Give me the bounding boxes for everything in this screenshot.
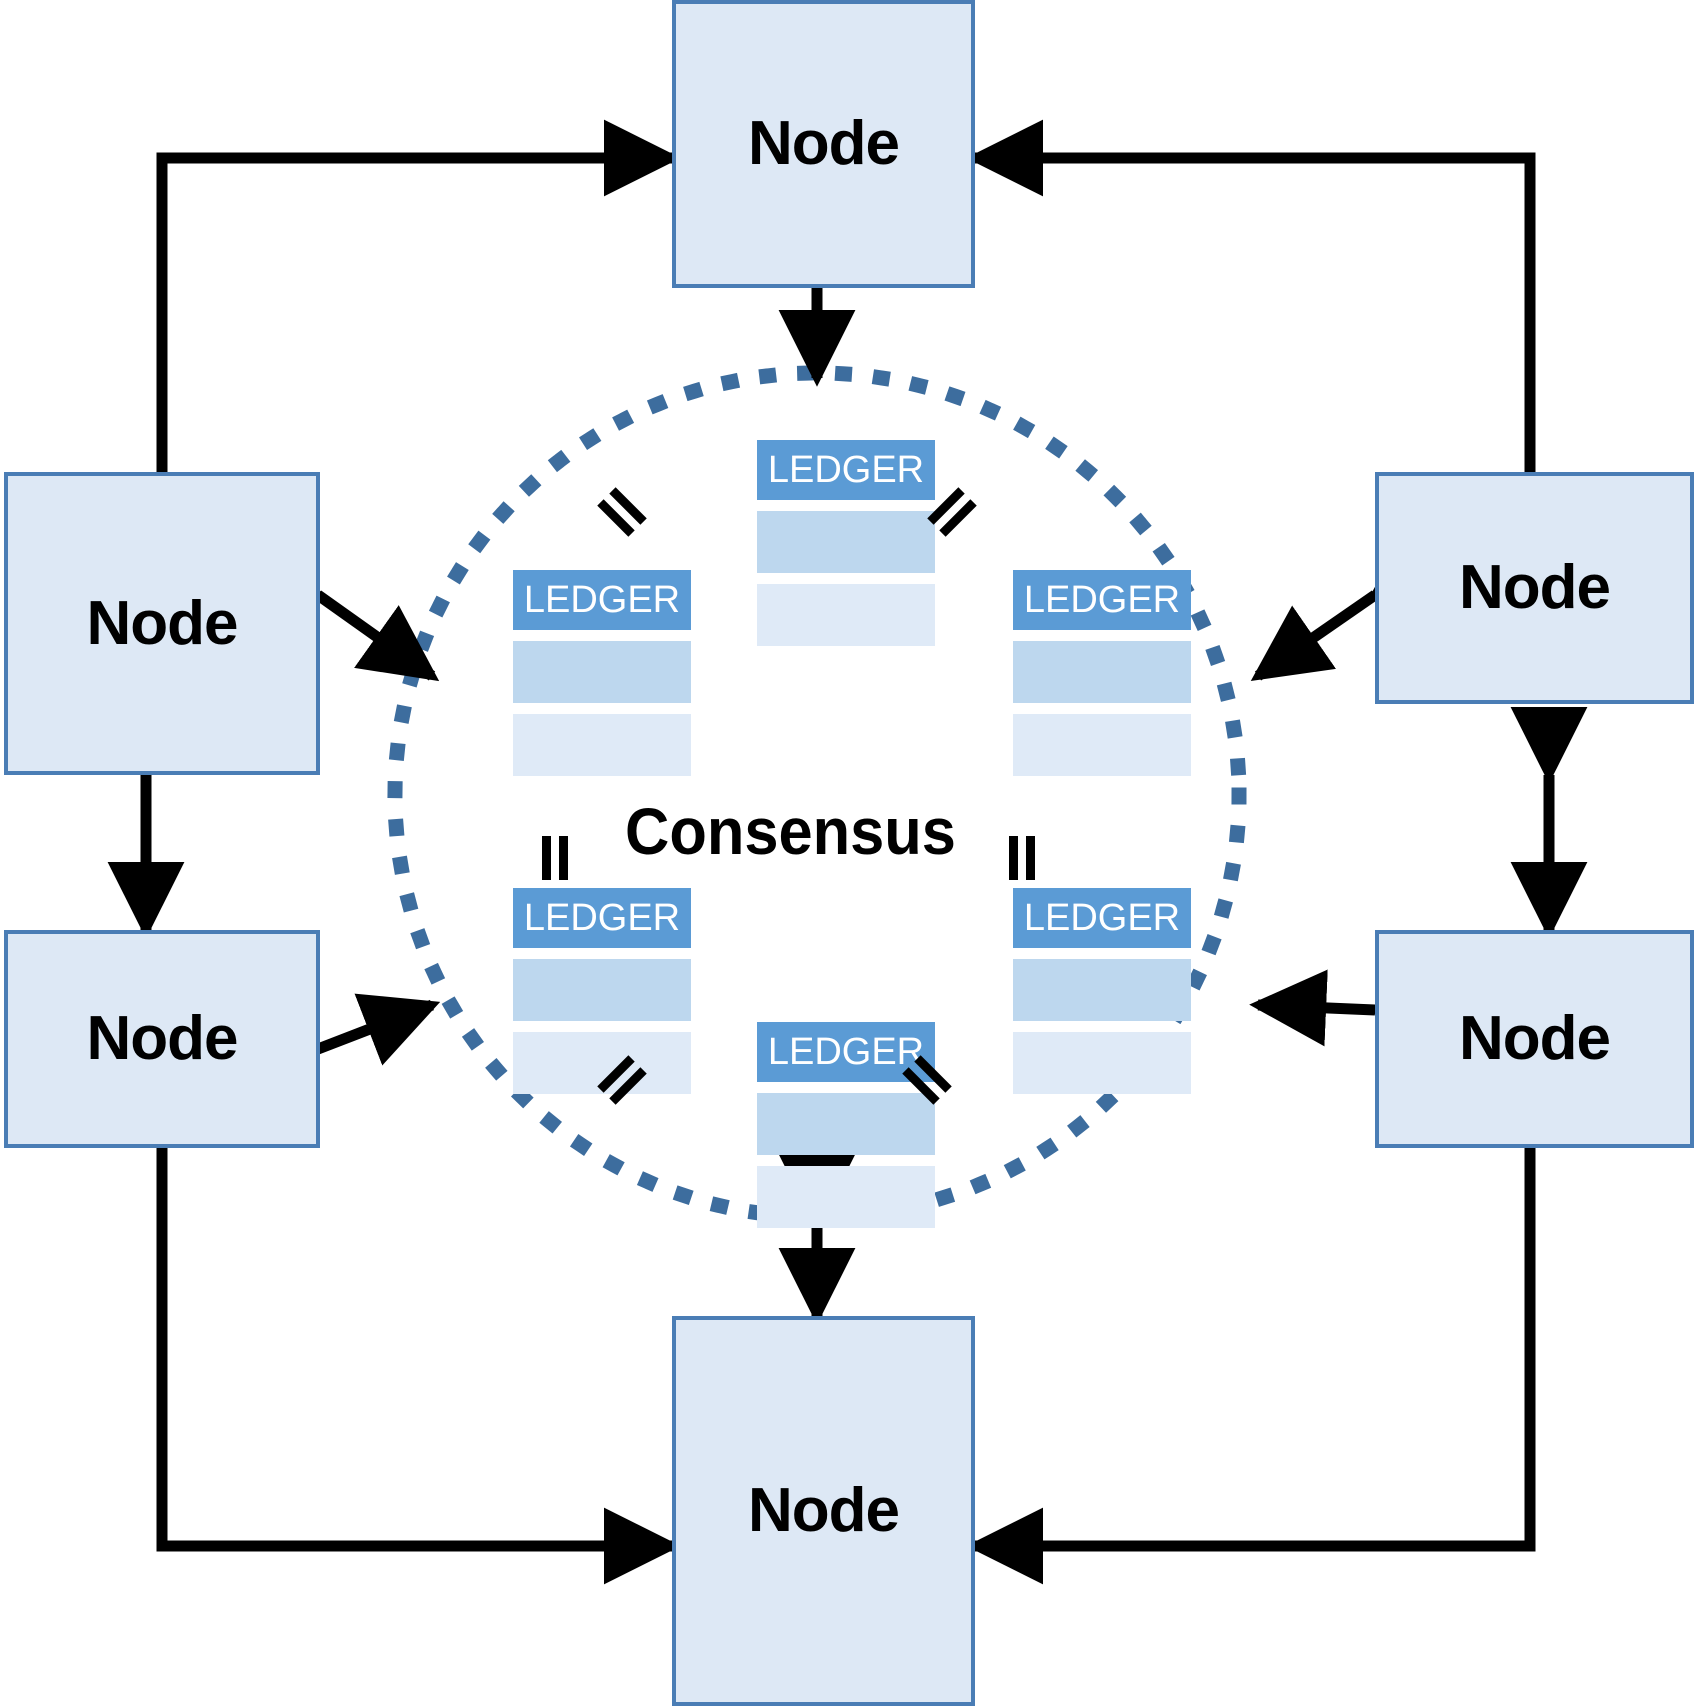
ledger-top-row-1: [757, 511, 935, 573]
ledger-right-lower-row-2: [1013, 1032, 1191, 1094]
ledger-right-upper[interactable]: LEDGER: [1013, 570, 1191, 776]
ledger-right-upper-row-1: [1013, 641, 1191, 703]
arrow-leftupper-to-top: [123, 119, 681, 541]
ledger-right-lower-header: LEDGER: [1013, 888, 1191, 948]
ledger-top-row-2: [757, 584, 935, 646]
node-left-upper-label: Node: [86, 588, 239, 658]
arrow-rightlower-to-bottom: [966, 1148, 1536, 1585]
equals-icon-top-left: [594, 484, 649, 539]
node-left-upper[interactable]: Node: [4, 472, 320, 775]
equals-icon-mid-right: [1005, 836, 1039, 880]
node-bottom[interactable]: Node: [672, 1316, 975, 1706]
node-top[interactable]: Node: [672, 0, 975, 288]
consensus-label: Consensus: [625, 794, 956, 868]
ledger-left-upper[interactable]: LEDGER: [513, 570, 691, 776]
equals-icon-mid-left: [538, 836, 572, 880]
ledger-top-header: LEDGER: [757, 440, 935, 500]
ledger-bottom-row-2: [757, 1166, 935, 1228]
ledger-right-upper-row-2: [1013, 714, 1191, 776]
node-left-lower-label: Node: [86, 1004, 239, 1073]
node-left-lower[interactable]: Node: [4, 930, 320, 1148]
ledger-right-lower[interactable]: LEDGER: [1013, 888, 1191, 1094]
ledger-top[interactable]: LEDGER: [757, 440, 935, 646]
node-right-lower-label: Node: [1459, 1004, 1611, 1073]
ledger-left-upper-row-1: [513, 641, 691, 703]
ledger-left-upper-row-2: [513, 714, 691, 776]
ledger-left-lower-row-1: [513, 959, 691, 1021]
node-right-upper-label: Node: [1459, 553, 1611, 622]
arrow-rightlower-to-circle: [1249, 969, 1445, 1052]
ledger-bottom[interactable]: LEDGER: [757, 1022, 935, 1228]
arrow-leftlower-to-circle: [240, 993, 441, 1110]
arrow-leftupper-to-circle: [240, 524, 440, 682]
arrow-leftlower-to-bottom: [156, 1148, 681, 1585]
ledger-right-upper-header: LEDGER: [1013, 570, 1191, 630]
node-right-upper[interactable]: Node: [1375, 472, 1694, 704]
node-right-lower[interactable]: Node: [1375, 930, 1694, 1148]
ledger-right-lower-row-1: [1013, 959, 1191, 1021]
ledger-left-upper-header: LEDGER: [513, 570, 691, 630]
ledger-bottom-row-1: [757, 1093, 935, 1155]
node-bottom-label: Node: [748, 1476, 900, 1545]
ledger-left-lower[interactable]: LEDGER: [513, 888, 691, 1094]
arrow-rightupper-to-top: [966, 119, 1569, 541]
arrow-rightupper-to-circle: [1250, 524, 1453, 682]
node-top-label: Node: [748, 109, 900, 178]
ledger-left-lower-header: LEDGER: [513, 888, 691, 948]
